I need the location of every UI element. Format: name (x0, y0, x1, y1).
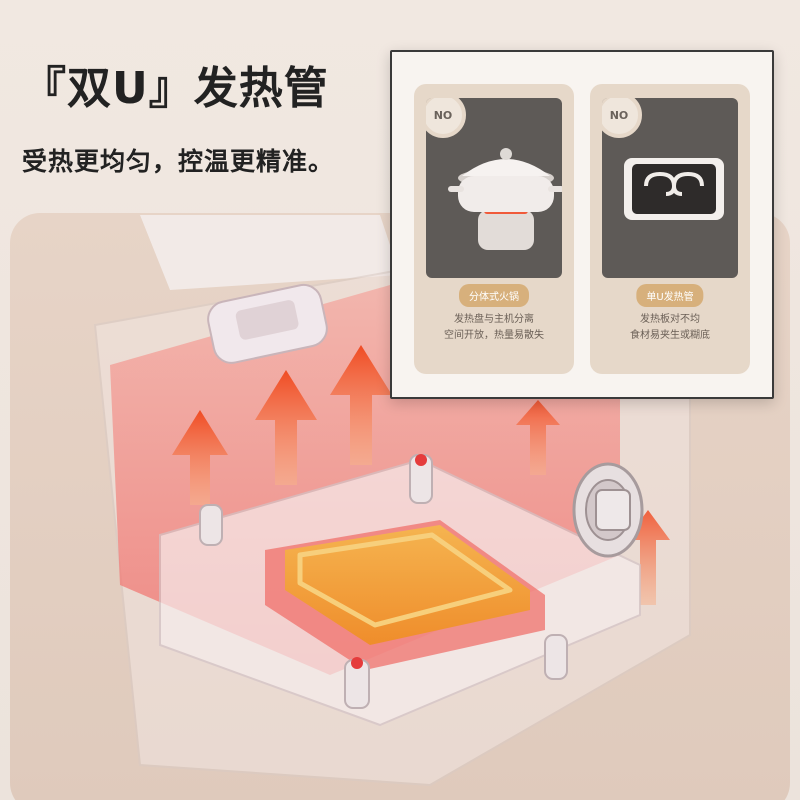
card-description: 发热盘与主机分离 空间开放，热量易散失 (414, 312, 574, 344)
card-visual: NO (426, 98, 562, 278)
screw-posts (199, 454, 568, 709)
card-tag: 单U发热管 (636, 284, 704, 307)
control-knob (572, 462, 644, 558)
heating-plate (265, 520, 545, 670)
card-desc-line1: 发热盘与主机分离 (454, 314, 534, 325)
indicator-dot-bottom (351, 657, 363, 669)
card-tag: 分体式火锅 (459, 284, 529, 307)
comparison-inset: NO 分体式火锅 发热盘与主机分离 空间开放，热量易散失 NO 单U发热管 发热… (390, 50, 774, 399)
headline: 『双U』发热管 (22, 63, 329, 114)
comparison-card-split-hotpot: NO 分体式火锅 发热盘与主机分离 空间开放，热量易散失 (414, 84, 574, 374)
indicator-dot-top (415, 454, 427, 466)
heat-arrow-4 (516, 400, 560, 475)
heat-arrow-3 (330, 345, 392, 465)
lid-handle (207, 283, 328, 364)
lid-top (140, 215, 400, 290)
card-desc-line2: 食材易夹生或糊底 (630, 330, 710, 341)
card-desc-line2: 空间开放，热量易散失 (444, 330, 544, 341)
single-u-heating-tube-icon (624, 158, 724, 220)
card-visual: NO (602, 98, 738, 278)
card-description: 发热板对不均 食材易夹生或糊底 (590, 312, 750, 344)
split-hotpot-icon (448, 148, 562, 250)
heat-arrow-1 (172, 410, 228, 505)
subheadline: 受热更均匀，控温更精准。 (22, 147, 335, 176)
comparison-card-single-u: NO 单U发热管 发热板对不均 食材易夹生或糊底 (590, 84, 750, 374)
no-badge: NO (602, 98, 642, 138)
card-desc-line1: 发热板对不均 (640, 314, 700, 325)
heat-arrow-2 (255, 370, 317, 485)
